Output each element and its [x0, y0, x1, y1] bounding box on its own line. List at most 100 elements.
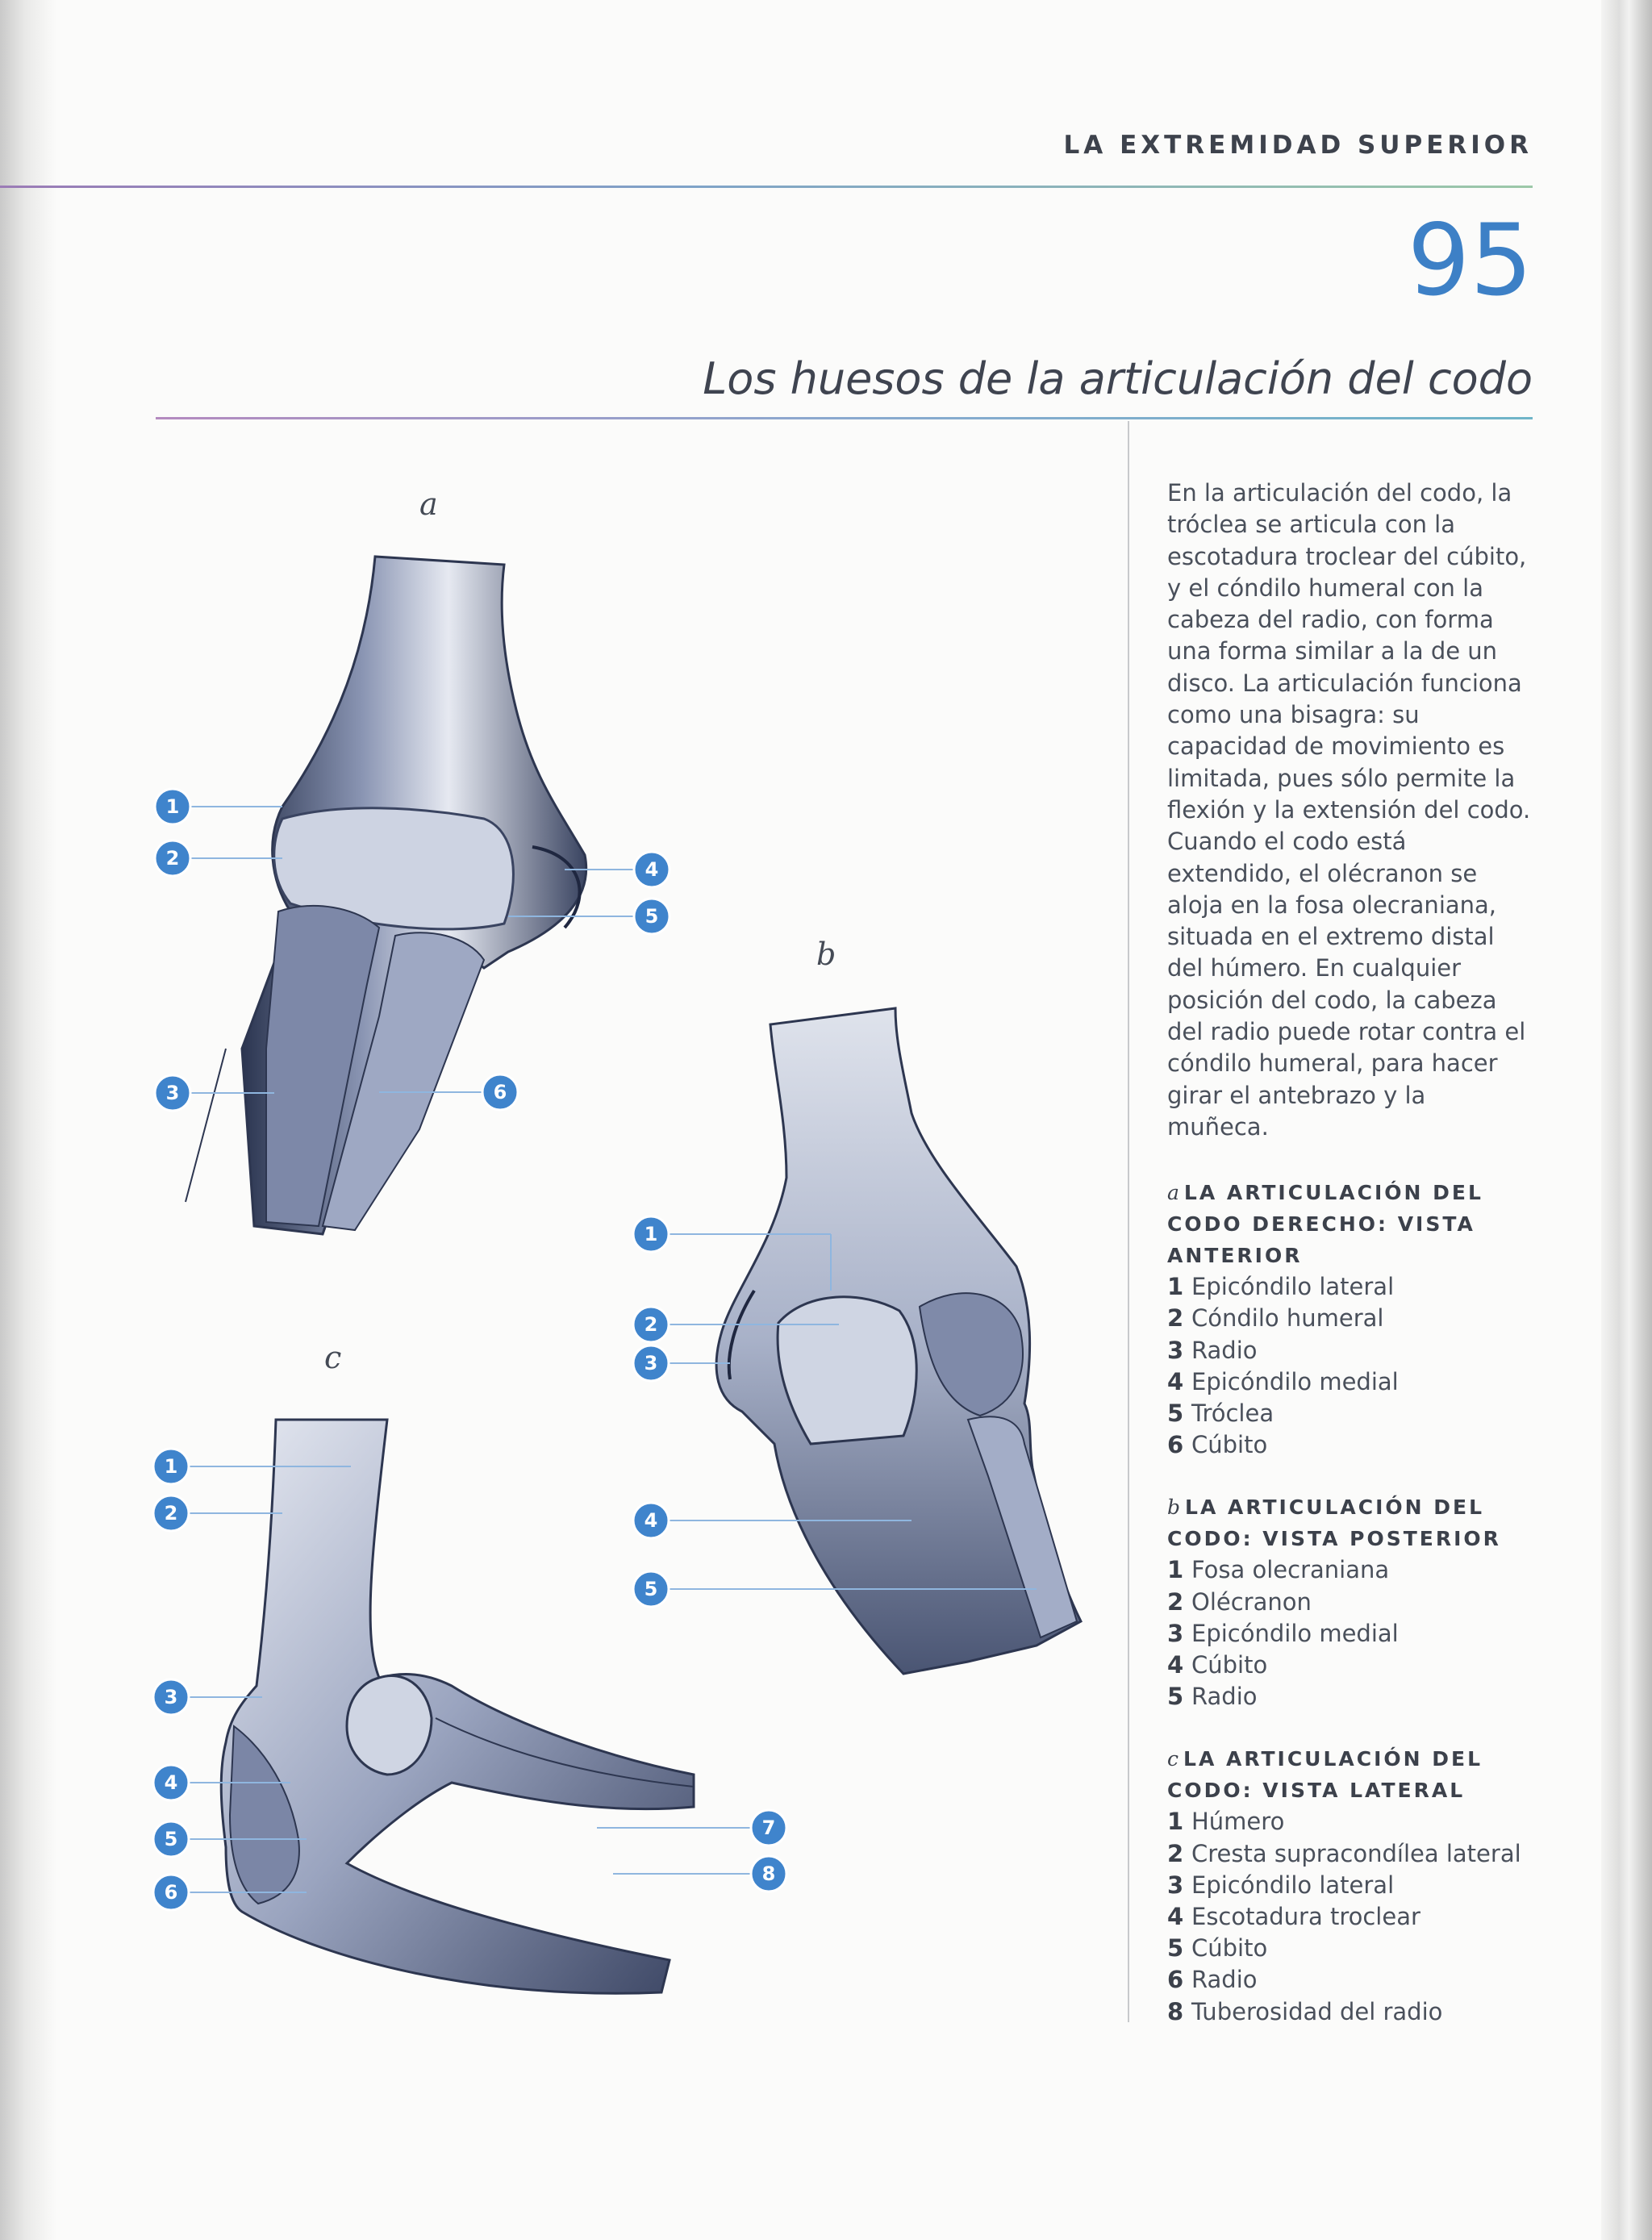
legend-item-label: Olécranon	[1191, 1587, 1312, 1616]
legend-item-number: 2	[1167, 1587, 1184, 1616]
page-edge	[1601, 0, 1652, 2240]
callout-c-6-number: 6	[165, 1881, 178, 1904]
callout-c-4-marker	[152, 1763, 190, 1802]
legend-a-title: LA ARTICULACIÓN DEL CODO DERECHO: VISTA …	[1167, 1181, 1483, 1268]
callout-a-4-number: 4	[645, 858, 659, 881]
callout-b-5-marker	[632, 1570, 670, 1608]
figure-b-illustration: b 1 2 3 4 5	[632, 936, 1083, 1675]
callout-a-5-number: 5	[645, 905, 659, 928]
callout-a-2-number: 2	[166, 847, 180, 870]
callout-c-4-number: 4	[165, 1771, 178, 1794]
legend-item-number: 3	[1167, 1619, 1184, 1647]
legend-item-label: Epicóndilo lateral	[1191, 1273, 1395, 1301]
callout-a-1-marker	[153, 787, 192, 826]
elbow-posterior-drawing	[715, 1007, 1083, 1675]
legend-item-label: Cresta supracondílea lateral	[1191, 1839, 1521, 1867]
legend-b-tag: b	[1167, 1495, 1181, 1520]
callout-b-1-number: 1	[645, 1223, 658, 1245]
callout-b-3-number: 3	[645, 1352, 658, 1374]
section-header: LA EXTREMIDAD SUPERIOR	[1063, 131, 1533, 160]
legend-item-number: 2	[1167, 1839, 1184, 1867]
elbow-anterior-drawing	[185, 555, 588, 1236]
callout-b-2-number: 2	[645, 1313, 658, 1336]
legend-item-label: Húmero	[1191, 1808, 1285, 1836]
legend-item-number: 6	[1167, 1966, 1184, 1994]
legend-item-number: 4	[1167, 1367, 1184, 1395]
callout-c-5-number: 5	[165, 1828, 178, 1850]
callout-c-7-marker	[749, 1808, 788, 1847]
callout-a-4-marker	[632, 850, 671, 889]
legend-item-number: 3	[1167, 1871, 1184, 1899]
elbow-lateral-drawing	[219, 1418, 695, 1995]
figure-b-callouts: 1 2 3 4 5	[632, 1215, 1037, 1608]
callout-b-2-marker	[632, 1305, 670, 1344]
legend-item-number: 8	[1167, 1997, 1184, 2025]
callout-c-5-marker	[152, 1820, 190, 1858]
legend-item-label: Epicóndilo medial	[1191, 1367, 1399, 1395]
callout-b-4-marker	[632, 1501, 670, 1540]
legend-b-title: LA ARTICULACIÓN DEL CODO: VISTA POSTERIO…	[1167, 1495, 1501, 1551]
callout-c-3-number: 3	[165, 1686, 178, 1708]
figure-c-illustration: c 1 2 3 4 5 6	[152, 1340, 788, 1995]
legend-item-label: Cúbito	[1191, 1934, 1268, 1963]
legend-item-label: Radio	[1191, 1966, 1258, 1994]
callout-a-6-number: 6	[494, 1081, 507, 1103]
anatomy-illustrations: a 1 2 3 4 5 6	[152, 486, 1083, 1995]
intro-paragraph: En la articulación del codo, la tróclea …	[1167, 479, 1531, 1141]
legend-item-number: 2	[1167, 1304, 1184, 1333]
figure-c-callouts: 1 2 3 4 5 6 7 8	[152, 1447, 788, 1912]
header-rule	[0, 186, 1533, 188]
legend-item-label: Escotadura troclear	[1191, 1903, 1420, 1931]
callout-b-3-marker	[632, 1344, 670, 1383]
legend-item-number: 4	[1167, 1651, 1184, 1679]
callout-c-6-marker	[152, 1873, 190, 1912]
callout-a-2-marker	[153, 839, 192, 878]
legend-item-label: Epicóndilo medial	[1191, 1619, 1399, 1647]
legend-item-label: Tróclea	[1191, 1399, 1274, 1428]
callout-c-1-number: 1	[165, 1455, 178, 1478]
legend-a-tag: a	[1167, 1181, 1179, 1205]
legend-item-label: Cóndilo humeral	[1191, 1304, 1384, 1333]
legend-item-number: 1	[1167, 1273, 1184, 1301]
legend-item-number: 1	[1167, 1808, 1184, 1836]
callout-a-3-number: 3	[166, 1082, 180, 1104]
legend-c-tag: c	[1167, 1747, 1179, 1771]
column-divider	[1128, 421, 1129, 2022]
figure-c-letter: c	[324, 1340, 341, 1375]
legend-item-label: Epicóndilo lateral	[1191, 1871, 1395, 1899]
legend-c-title: LA ARTICULACIÓN DEL CODO: VISTA LATERAL	[1167, 1747, 1483, 1803]
legend-item-number: 1	[1167, 1556, 1184, 1584]
callout-c-2-marker	[152, 1494, 190, 1533]
legend-item-number: 4	[1167, 1903, 1184, 1931]
legend-item-label: Cúbito	[1191, 1651, 1268, 1679]
callout-b-5-number: 5	[645, 1578, 658, 1600]
legend-item-number: 5	[1167, 1683, 1184, 1711]
legend-item-label: Cúbito	[1191, 1431, 1268, 1459]
callout-b-1-marker	[632, 1215, 670, 1253]
page-title: Los huesos de la articulación del codo	[703, 353, 1533, 404]
figure-b-letter: b	[816, 936, 836, 972]
callout-c-3-marker	[152, 1678, 190, 1716]
figure-a-callouts: 1 2 3 4 5 6	[153, 787, 671, 1112]
